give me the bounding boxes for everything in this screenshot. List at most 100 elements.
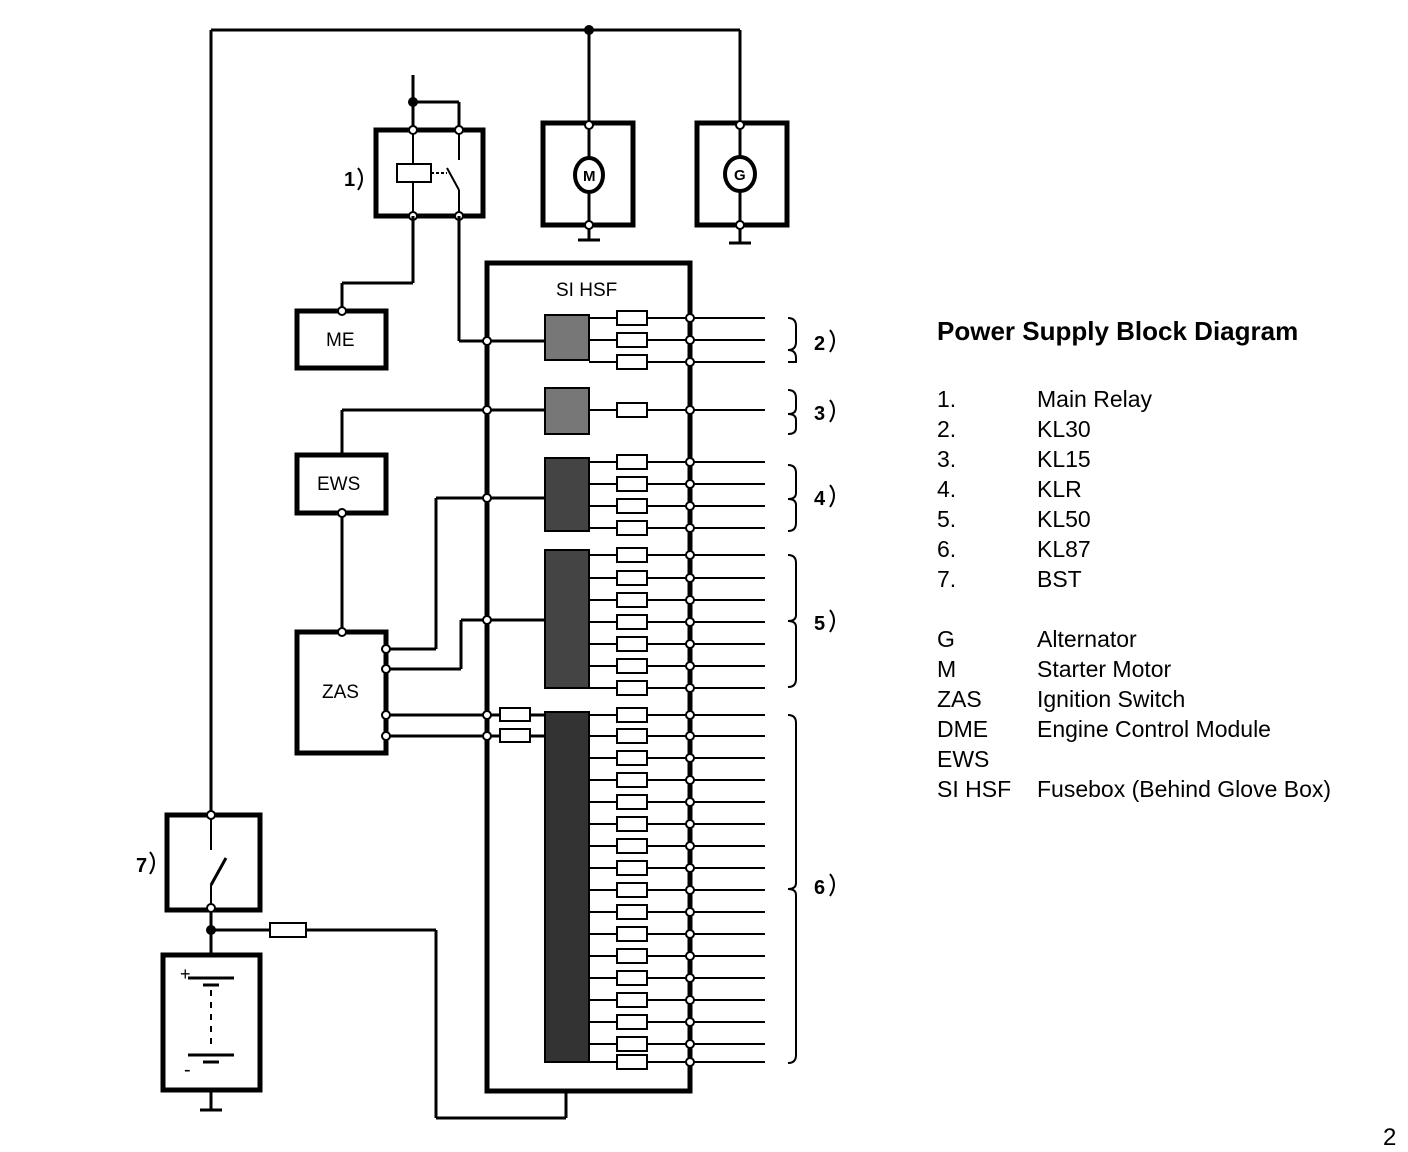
legend-key: SI HSF (937, 776, 1012, 802)
fuse-terminal (685, 335, 695, 345)
fuse (616, 926, 648, 942)
legend-key: 5. (937, 506, 957, 532)
fusebox-input-terminal (482, 493, 492, 503)
legend-value: Main Relay (1037, 386, 1153, 412)
legend-key: ZAS (937, 686, 982, 712)
battery-plus: + (180, 964, 191, 984)
fuse (616, 750, 648, 766)
legend-value: KLR (1037, 476, 1082, 502)
bst-block (164, 810, 263, 913)
legend-title: Power Supply Block Diagram (937, 316, 1299, 346)
fuse-terminal (685, 797, 695, 807)
fuse (616, 794, 648, 810)
fuse-terminal (685, 523, 695, 533)
callout-7: 7 (136, 855, 147, 877)
fuse (616, 614, 648, 630)
callout-2: 2 (814, 333, 825, 355)
fuse-terminal (685, 405, 695, 415)
fuse-terminal (685, 1039, 695, 1049)
fuse (616, 904, 648, 920)
callout-4: 4 (814, 488, 826, 510)
fuse-terminal (685, 457, 695, 467)
fuse-terminal (685, 639, 695, 649)
fuse (616, 402, 648, 418)
legend-key: 6. (937, 536, 957, 562)
fuse-terminal (685, 710, 695, 720)
fuse-terminal (685, 973, 695, 983)
legend-key: DME (937, 716, 989, 742)
fuse-terminal (685, 863, 695, 873)
fuse-terminal (685, 907, 695, 917)
fuse (616, 970, 648, 986)
fuse (616, 707, 648, 723)
fuse (616, 498, 648, 514)
fuse (616, 882, 648, 898)
fuse (616, 1054, 648, 1070)
fuse (616, 547, 648, 563)
fuse (616, 592, 648, 608)
legend-value: KL87 (1037, 536, 1091, 562)
starter-motor-symbol: M (583, 168, 596, 185)
fuse (616, 728, 648, 744)
fuse (616, 772, 648, 788)
fuse-terminal (685, 1017, 695, 1027)
fuse (616, 948, 648, 964)
fusebox-label: SI HSF (556, 280, 617, 301)
fusebox (484, 260, 693, 1094)
legend-key: 4. (937, 476, 957, 502)
fuse-terminal (685, 617, 695, 627)
fuse (616, 310, 648, 326)
zas-block (294, 627, 391, 756)
fusebox-input-terminal (482, 731, 492, 741)
fusebox-input-terminal (482, 615, 492, 625)
zas-label: ZAS (322, 682, 359, 703)
legend-value: KL15 (1037, 446, 1091, 472)
fuse-terminal (685, 995, 695, 1005)
fuse (616, 658, 648, 674)
main-relay-block (373, 125, 486, 221)
fuse (616, 992, 648, 1008)
legend-key: 1. (937, 386, 957, 412)
fuse-terminal (685, 550, 695, 560)
fuse-terminal (685, 501, 695, 511)
fuse (616, 354, 648, 370)
fusebox-input-terminal (482, 336, 492, 346)
fuse-terminal (685, 573, 695, 583)
alternator-symbol: G (734, 167, 746, 184)
callout-3: 3 (814, 403, 825, 425)
legend-value: Alternator (1037, 626, 1137, 652)
legend-value: KL50 (1037, 506, 1091, 532)
callout-6: 6 (814, 877, 825, 899)
fuse-terminal (685, 819, 695, 829)
legend-value: BST (1037, 566, 1082, 592)
fuse (616, 636, 648, 652)
fuse-terminal (685, 313, 695, 323)
starter-motor-block: M (540, 120, 636, 242)
fuse-terminal (685, 731, 695, 741)
fuse-terminal (685, 1057, 695, 1067)
ews-block (294, 452, 389, 518)
legend-key: 3. (937, 446, 957, 472)
callout-1: 1 (344, 169, 355, 191)
ews-label: EWS (317, 474, 360, 495)
legend-value: Fusebox (Behind Glove Box) (1037, 776, 1332, 802)
fuse-terminal (685, 929, 695, 939)
fuse (616, 520, 648, 536)
legend-key: M (937, 656, 957, 682)
fuse-terminal (685, 841, 695, 851)
page-number: 2 (1383, 1124, 1397, 1151)
fuse (616, 332, 648, 348)
fuse-terminal (685, 357, 695, 367)
fuse-terminal (685, 661, 695, 671)
callout-5: 5 (814, 613, 825, 635)
fuse (616, 860, 648, 876)
fuse-terminal (685, 951, 695, 961)
battery-minus: - (184, 1059, 191, 1081)
fuse-terminal (685, 775, 695, 785)
fuse (616, 1014, 648, 1030)
fuse-terminal (685, 885, 695, 895)
fusebox-input-terminal (482, 710, 492, 720)
fuse (616, 816, 648, 832)
legend-key: 2. (937, 416, 957, 442)
